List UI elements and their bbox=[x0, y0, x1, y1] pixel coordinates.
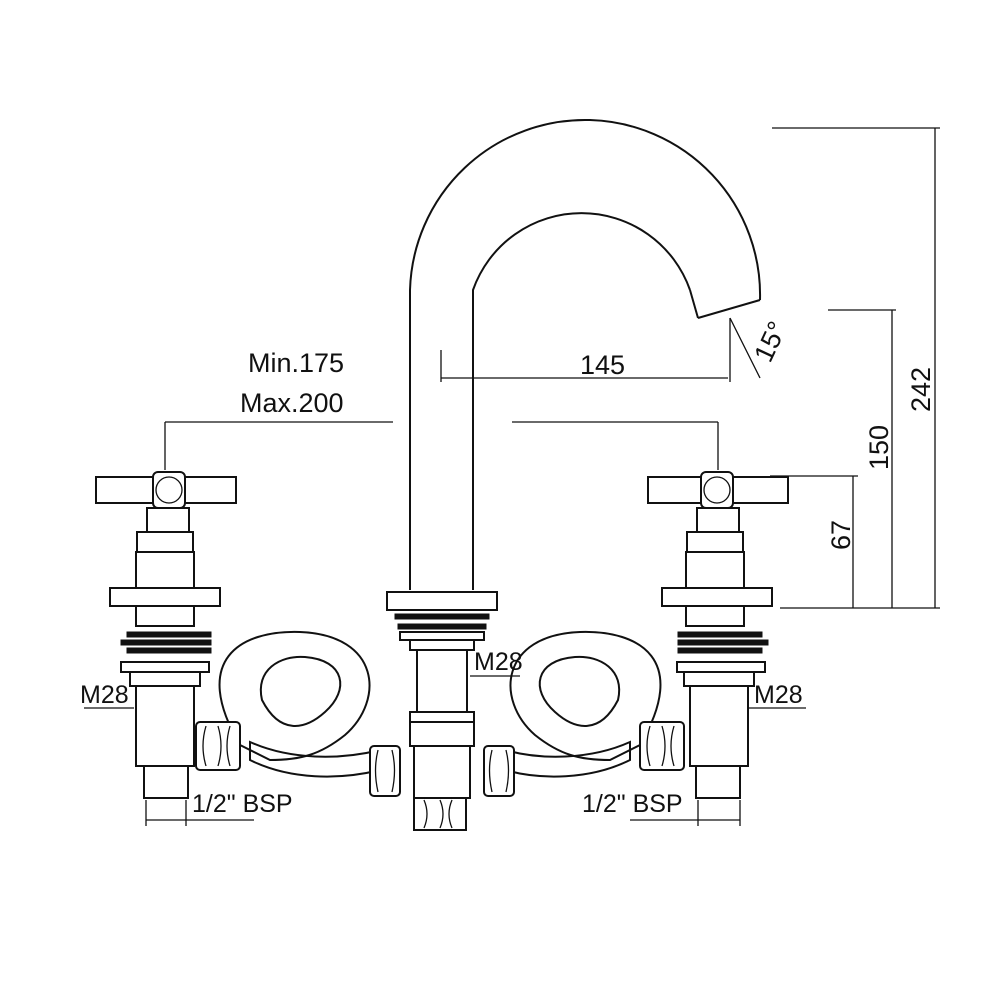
spout-outer-edge bbox=[409, 119, 762, 590]
spout-base bbox=[386, 591, 498, 831]
hose-nut-center-right bbox=[483, 745, 515, 797]
thread-label-left: M28 bbox=[80, 681, 129, 709]
spout-inner-edge bbox=[472, 212, 691, 590]
hose-nut-center-left bbox=[369, 745, 401, 797]
thread-label-center: M28 bbox=[474, 648, 523, 676]
braided-hose-left bbox=[218, 630, 381, 778]
spout bbox=[409, 119, 762, 590]
right-valve bbox=[647, 471, 789, 799]
inlet-label-left: 1/2" BSP bbox=[192, 790, 293, 818]
inlet-label-right: 1/2" BSP bbox=[582, 790, 683, 818]
braided-hose-right bbox=[504, 630, 662, 778]
spout-height-label: 150 bbox=[864, 425, 894, 470]
spread-min-label: Min.175 bbox=[248, 348, 344, 378]
handle-height-label: 67 bbox=[826, 520, 856, 550]
hose-nut-left-valve bbox=[195, 721, 241, 771]
thread-label-right: M28 bbox=[754, 681, 803, 709]
spout-outlet-face bbox=[697, 299, 761, 319]
total-height-label: 242 bbox=[906, 367, 936, 412]
left-valve bbox=[95, 471, 237, 799]
angle-label: 15° bbox=[748, 317, 792, 367]
dimension-lines bbox=[84, 127, 940, 826]
hose-nut-right-valve bbox=[639, 721, 685, 771]
spread-max-label: Max.200 bbox=[240, 388, 344, 418]
reach-label: 145 bbox=[580, 350, 625, 380]
